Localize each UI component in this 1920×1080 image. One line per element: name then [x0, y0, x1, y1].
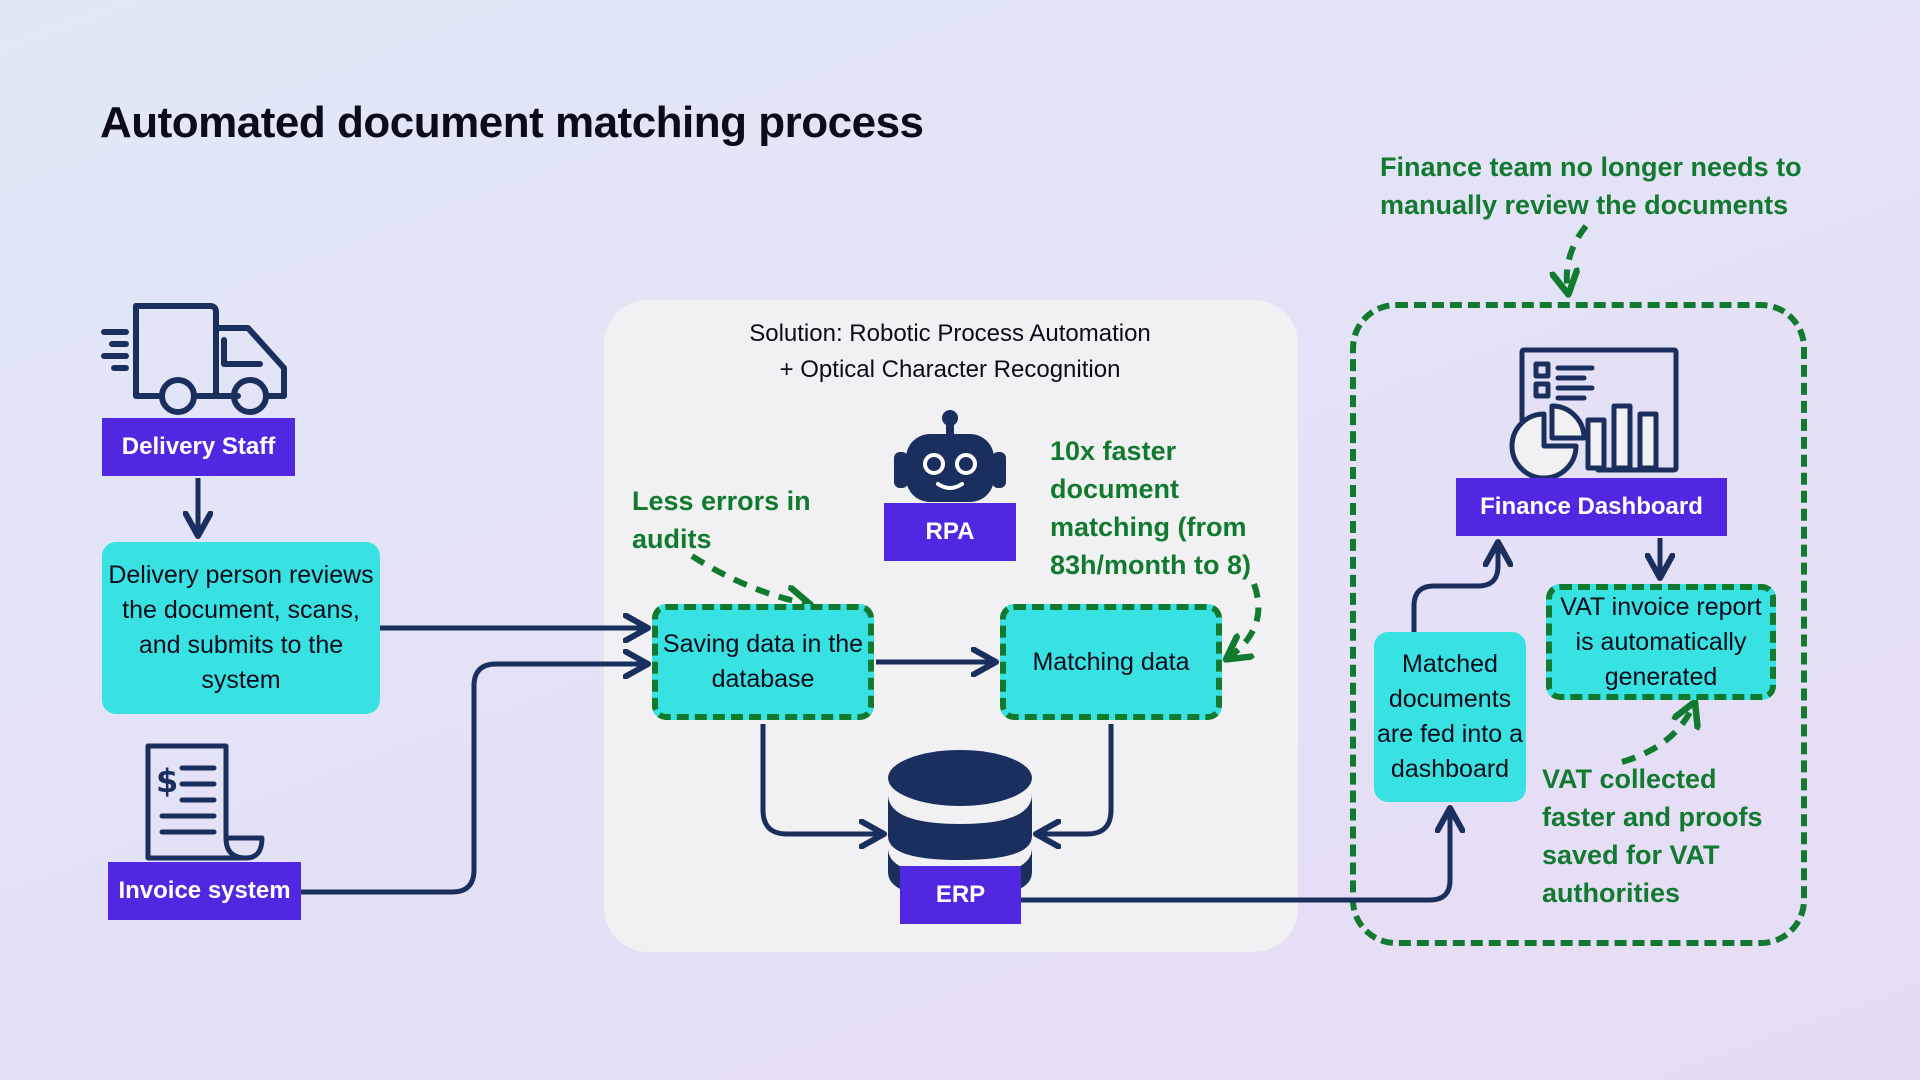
solution-heading: Solution: Robotic Process Automation + O… — [660, 316, 1240, 388]
dashboard-chart-icon — [1509, 347, 1679, 478]
note-faster-matching: 10x faster document matching (from 83h/m… — [1050, 436, 1251, 580]
solution-heading-line1: Solution: Robotic Process Automation — [749, 320, 1151, 347]
erp-tag: ERP — [900, 866, 1021, 924]
note-less-errors: Less errors in audits — [632, 486, 811, 554]
delivery-truck-icon — [101, 303, 287, 415]
finance-panel — [1350, 302, 1807, 946]
note-arrow-vat — [1621, 704, 1694, 765]
note-arrow-faster — [1228, 582, 1262, 658]
matched-documents-box: Matched documents are fed into a dashboa… — [1374, 632, 1526, 802]
svg-text:$: $ — [156, 762, 178, 800]
invoice-document-icon: $ — [145, 743, 265, 861]
arrow-invoice-to-saving — [300, 664, 648, 895]
note-arrow-finance-team — [1567, 224, 1589, 292]
arrow-matching-to-erp — [1036, 724, 1114, 834]
solution-heading-line2: + Optical Character Recognition — [779, 356, 1121, 383]
matching-data-text: Matching data — [1032, 647, 1190, 676]
rpa-tag: RPA — [884, 503, 1016, 561]
arrow-erp-to-matched — [1020, 808, 1450, 903]
invoice-system-tag: Invoice system — [108, 862, 301, 920]
delivery-review-text: Delivery person reviews the document, sc… — [108, 561, 374, 694]
vat-report-box: VAT invoice report is automatically gene… — [1546, 584, 1776, 700]
note-arrow-less-errors — [690, 553, 808, 604]
note-vat-collected: VAT collected faster and proofs saved fo… — [1542, 764, 1763, 908]
finance-dashboard-tag: Finance Dashboard — [1456, 478, 1727, 536]
robot-icon — [894, 410, 1006, 502]
page-title: Automated document matching process — [100, 98, 924, 147]
saving-data-box: Saving data in the database — [652, 604, 874, 720]
arrow-saving-to-erp — [760, 724, 884, 834]
delivery-staff-tag: Delivery Staff — [102, 418, 295, 476]
note-finance-team: Finance team no longer needs to manually… — [1380, 152, 1802, 220]
delivery-review-box: Delivery person reviews the document, sc… — [102, 542, 380, 714]
matching-data-box: Matching data — [1000, 604, 1222, 720]
vat-report-text: VAT invoice report is automatically gene… — [1560, 592, 1762, 691]
matched-documents-text: Matched documents are fed into a dashboa… — [1377, 650, 1523, 783]
saving-data-text: Saving data in the database — [662, 630, 864, 693]
arrow-matched-to-dashboard — [1411, 542, 1498, 632]
